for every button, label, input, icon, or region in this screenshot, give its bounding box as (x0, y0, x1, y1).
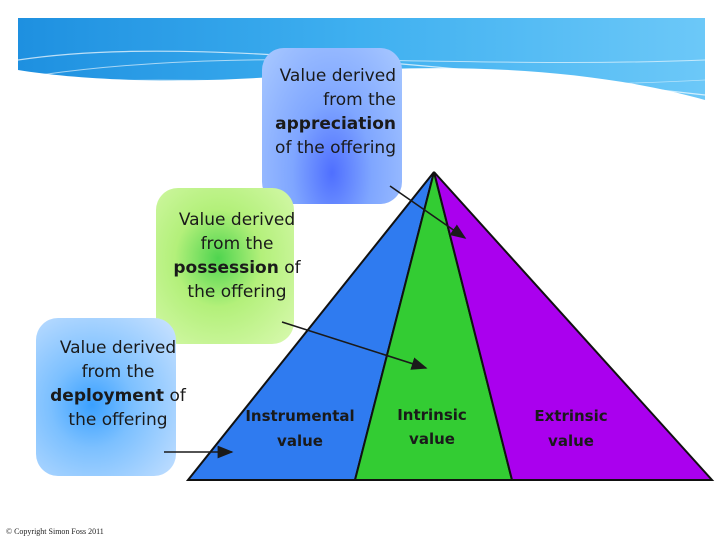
card-text-line: from the (200, 234, 274, 254)
appreciation-card: Value derived from the appreciation of t… (262, 48, 402, 204)
segment-label-line: Extrinsic (534, 407, 607, 425)
segment-label-line: value (409, 430, 455, 448)
copyright-note: © Copyright Simon Foss 2011 (6, 527, 104, 536)
card-text-line: from the (323, 90, 396, 110)
card-text-suffix: of (278, 258, 301, 278)
appreciation-arrow (389, 185, 467, 239)
possession-card: Value derived from the possession of the… (156, 188, 301, 344)
pyramid-segment-extrinsic (433, 171, 715, 481)
segment-label-line: Instrumental (245, 407, 354, 425)
deployment-card: Value derived from the deployment of the… (36, 318, 186, 476)
card-text-line: from the (81, 362, 155, 382)
segment-label-line: value (548, 432, 594, 450)
card-text-line: of the offering (275, 138, 396, 158)
card-keyword: deployment (50, 386, 165, 406)
card-keyword: appreciation (275, 114, 396, 134)
segment-label-line: Intrinsic (397, 406, 467, 424)
possession-arrow (281, 321, 428, 370)
card-text-suffix: of (164, 386, 186, 406)
card-text-line: Value derived (59, 338, 177, 358)
card-text-line: Value derived (178, 210, 296, 230)
segment-label-line: value (277, 432, 323, 450)
card-text-line: Value derived (279, 66, 396, 86)
card-text-line: the offering (68, 410, 168, 430)
card-text-line: the offering (187, 282, 287, 302)
card-keyword: possession (173, 258, 279, 278)
